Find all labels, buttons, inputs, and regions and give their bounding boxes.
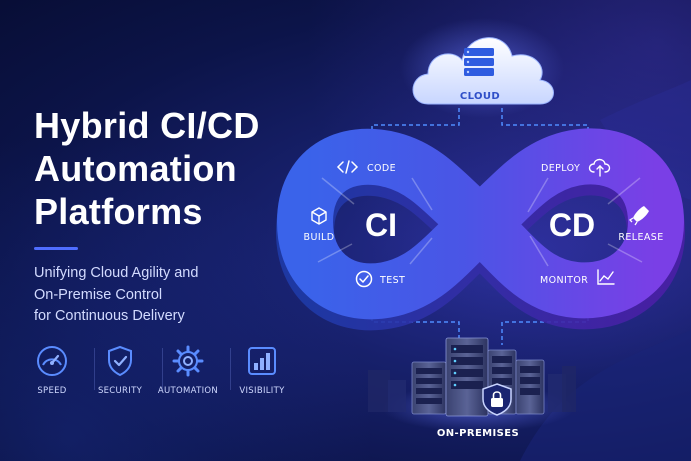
stage-release: RELEASE bbox=[618, 206, 663, 243]
server-icon bbox=[445, 337, 489, 417]
ci-label: CI bbox=[365, 207, 397, 243]
cloud-label: CLOUD bbox=[460, 91, 500, 102]
feature-visibility: VISIBILITY bbox=[228, 344, 296, 404]
feature-automation: AUTOMATION bbox=[154, 344, 222, 404]
feature-label-speed: SPEED bbox=[37, 386, 67, 396]
subtitle-line-2: On-Premise Control bbox=[34, 286, 163, 303]
infinity-loop bbox=[275, 128, 686, 331]
feature-separator bbox=[230, 348, 231, 390]
server-icon bbox=[515, 359, 545, 415]
feature-row: SPEED SECURITY AUTOMATION bbox=[28, 344, 298, 404]
title-divider bbox=[34, 247, 78, 250]
stage-label-build: BUILD bbox=[304, 232, 335, 243]
subtitle: Unifying Cloud Agility and On-Premise Co… bbox=[34, 263, 198, 328]
page-title: Hybrid CI/CD Automation Platforms bbox=[34, 104, 260, 233]
subtitle-line-3: for Continuous Delivery bbox=[34, 308, 185, 324]
stage-test: TEST bbox=[355, 270, 405, 288]
stage-label-code: CODE bbox=[367, 163, 396, 174]
title-line-1: Hybrid CI/CD bbox=[34, 105, 260, 146]
server-icon bbox=[411, 361, 447, 415]
backdrop-hill bbox=[520, 330, 691, 461]
stage-label-release: RELEASE bbox=[618, 232, 663, 243]
stage-monitor: MONITOR bbox=[540, 269, 615, 286]
stage-code: CODE bbox=[336, 160, 396, 174]
cloud-icon: CLOUD bbox=[400, 18, 564, 118]
feature-speed: SPEED bbox=[18, 344, 86, 404]
feature-separator bbox=[94, 348, 95, 390]
feature-security: SECURITY bbox=[86, 344, 154, 404]
stage-deploy: DEPLOY bbox=[541, 158, 611, 177]
shield-check-icon bbox=[108, 345, 132, 377]
rocket-icon bbox=[628, 206, 649, 226]
title-line-3: Platforms bbox=[34, 191, 203, 232]
bar-chart-icon bbox=[248, 347, 276, 375]
line-chart-icon bbox=[597, 269, 615, 285]
stage-build: BUILD bbox=[304, 207, 335, 243]
stage-label-deploy: DEPLOY bbox=[541, 163, 580, 174]
cloud-upload-icon bbox=[588, 158, 611, 177]
feature-label-automation: AUTOMATION bbox=[157, 386, 219, 396]
feature-label-visibility: VISIBILITY bbox=[239, 386, 285, 396]
feature-separator bbox=[162, 348, 163, 390]
cd-label: CD bbox=[549, 207, 595, 243]
gear-icon bbox=[172, 345, 204, 377]
check-circle-icon bbox=[355, 270, 373, 288]
subtitle-line-1: Unifying Cloud Agility and bbox=[34, 265, 199, 281]
on-premises-label: ON-PREMISES bbox=[437, 428, 519, 439]
feature-label-security: SECURITY bbox=[97, 386, 143, 396]
server-icon bbox=[464, 48, 494, 76]
title-line-2: Automation bbox=[34, 148, 237, 189]
lock-icon bbox=[482, 383, 512, 416]
cloud-connector-ci bbox=[371, 108, 460, 150]
cube-icon bbox=[311, 207, 327, 225]
gauge-icon bbox=[37, 346, 67, 376]
stage-label-test: TEST bbox=[379, 275, 405, 286]
code-icon bbox=[336, 160, 359, 174]
stage-label-monitor: MONITOR bbox=[540, 275, 588, 286]
on-premises-servers: ON-PREMISES bbox=[368, 337, 576, 439]
